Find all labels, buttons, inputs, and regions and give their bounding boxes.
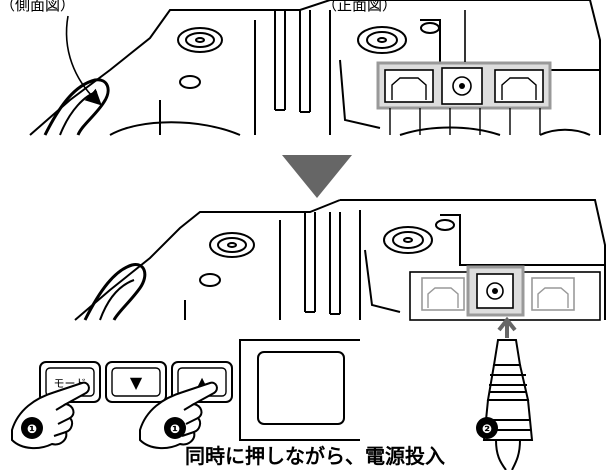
- side-callout-arrow: [65, 15, 102, 106]
- connector-panel-after: [409, 265, 601, 321]
- step-2-label: ❷: [482, 422, 492, 436]
- instruction-caption: 同時に押しながら、電源投入: [185, 444, 445, 468]
- step-2-badge: [476, 417, 498, 439]
- step-1-label-right: ❶: [170, 422, 180, 436]
- rj-jack-left: [384, 69, 434, 103]
- insert-arrow: [497, 316, 517, 338]
- step-1-badge-left: [21, 417, 43, 439]
- device-before: [29, 0, 601, 136]
- hand-left: [11, 381, 90, 450]
- lcd-display: [239, 339, 360, 441]
- front-view-label: （正面図）: [322, 0, 398, 14]
- side-strap: [43, 78, 110, 136]
- hand-right: [139, 381, 218, 450]
- down-key-label: ▼: [130, 373, 143, 392]
- step-1-badge-right: [164, 417, 186, 439]
- dc-plug: [482, 339, 534, 470]
- side-strap: [83, 263, 147, 321]
- device-after: [74, 199, 606, 321]
- transition-arrow: [282, 155, 352, 198]
- device-top-edge: [74, 199, 341, 321]
- connector-panel-before: [376, 10, 552, 135]
- device-right-edge: [330, 0, 601, 135]
- side-view-label: （側面図）: [0, 0, 76, 14]
- step-1-label-left: ❶: [27, 422, 37, 436]
- rj-jack-right: [494, 69, 544, 103]
- device-right-edge: [340, 199, 606, 320]
